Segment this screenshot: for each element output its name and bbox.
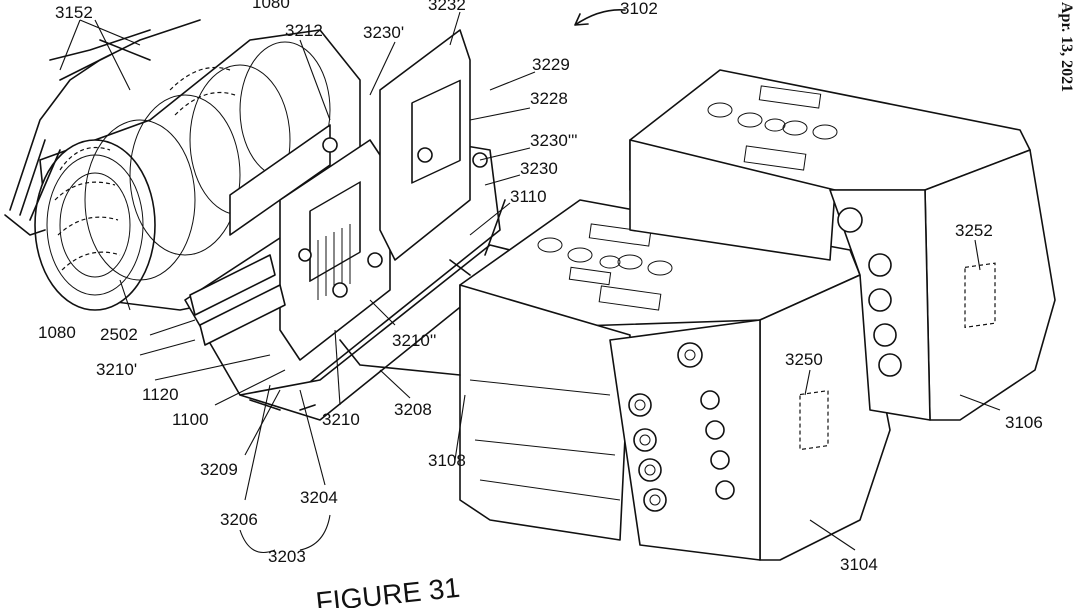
label-3203: 3203: [268, 547, 306, 566]
camera-module-3106: [629, 69, 1056, 421]
side-date-text: Apr. 13, 2021: [1058, 2, 1075, 92]
label-1120: 1120: [142, 385, 179, 404]
label-3252: 3252: [955, 221, 993, 240]
label-3250: 3250: [785, 350, 823, 369]
label-3209: 3209: [200, 460, 238, 479]
label-1100: 1100: [172, 410, 209, 429]
label-3230a: 3230': [363, 23, 404, 42]
label-3204: 3204: [300, 488, 338, 507]
label-3229: 3229: [532, 55, 570, 74]
label-3228: 3228: [530, 89, 568, 108]
label-3104: 3104: [840, 555, 878, 574]
label-3230: 3230: [520, 159, 558, 178]
label-1080-top: 1080: [252, 0, 290, 12]
leader-lines: [59, 11, 1001, 554]
label-3110: 3110: [510, 187, 547, 206]
camera-module-3104: [459, 199, 891, 561]
label-3210b: 3210'': [392, 331, 436, 350]
label-3230c: 3230''': [530, 131, 578, 150]
label-3210a: 3210': [96, 360, 137, 379]
label-3108: 3108: [428, 451, 466, 470]
label-2502: 2502: [100, 325, 138, 344]
figure-caption: FIGURE 31: [314, 572, 461, 608]
label-3102: 3102: [620, 0, 658, 18]
label-3212: 3212: [285, 21, 323, 40]
label-3210: 3210: [322, 410, 360, 429]
label-3206: 3206: [220, 510, 258, 529]
mounting-plate-assembly: [184, 29, 511, 421]
label-3152: 3152: [55, 3, 93, 22]
label-3232: 3232: [428, 0, 466, 14]
label-1080: 1080: [38, 323, 76, 342]
reference-labels: 3152 1080 3212 3230' 3232 3102 3229 3228…: [38, 0, 1043, 574]
reference-arrow-3102: [574, 8, 626, 26]
label-3106: 3106: [1005, 413, 1043, 432]
label-3208: 3208: [394, 400, 432, 419]
